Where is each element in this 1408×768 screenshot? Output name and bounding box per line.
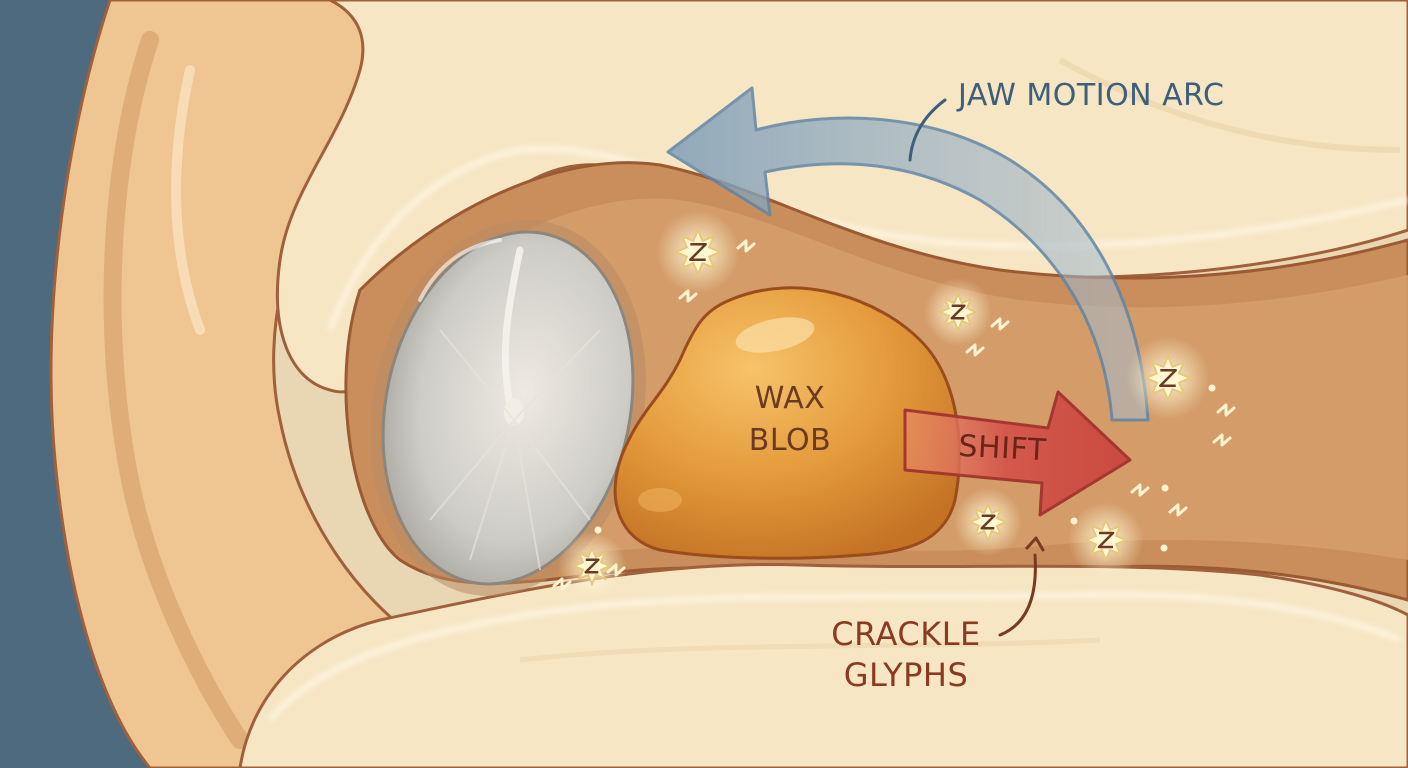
background-slate — [0, 0, 150, 768]
crackle-glyph-icon — [656, 210, 740, 294]
crackle-dot-icon — [1161, 484, 1169, 492]
lower-tissue-fold — [519, 637, 1101, 663]
eardrum-icon — [370, 220, 646, 596]
wax-blob-label-line1: WAX — [755, 381, 826, 416]
crackle-dot-icon — [594, 526, 602, 534]
jaw-label-leader — [908, 98, 947, 162]
wax-blob-icon — [613, 286, 961, 560]
crackle-glyphs-label-line1: CRACKLE — [831, 615, 980, 653]
crackle-zigzag-icon — [606, 563, 626, 577]
crackle-zigzag-icon — [1130, 483, 1150, 497]
crackle-glyph-icon — [953, 487, 1023, 557]
crackle-zigzag-icon — [1216, 403, 1236, 417]
shift-label: SHIFT — [958, 429, 1048, 469]
crackle-glyph-icon — [923, 277, 993, 347]
crackle-label-leader — [998, 536, 1045, 637]
crackle-dot-icon — [1208, 384, 1216, 392]
upper-tissue-fold — [1058, 57, 1401, 153]
crackle-zigzag-icon — [965, 343, 985, 357]
wax-blob-label-line2: BLOB — [749, 423, 831, 458]
jaw-motion-arrow-icon — [666, 86, 1150, 422]
crackle-zigzag-icon — [552, 577, 572, 591]
crackle-glyph-icon — [557, 531, 627, 601]
ear-rim-highlight — [171, 65, 205, 335]
crackle-glyphs — [552, 210, 1236, 601]
crackle-zigzag-icon — [1212, 433, 1232, 447]
shift-arrow-icon — [903, 390, 1132, 517]
crackle-zigzag-icon — [736, 239, 756, 253]
crackle-dot-icon — [1160, 544, 1168, 552]
ear-rim-shadow — [103, 31, 249, 749]
crackle-zigzag-icon — [1168, 503, 1188, 517]
crackle-zigzag-icon — [990, 317, 1010, 331]
lower-glow-line — [268, 592, 1401, 722]
crackle-glyph-icon — [1068, 502, 1144, 578]
crackle-glyph-icon — [1126, 336, 1210, 420]
crackle-dot-icon — [1070, 517, 1078, 525]
crackle-zigzag-icon — [678, 289, 698, 303]
jaw-motion-arc-label: JAW MOTION ARC — [956, 78, 1224, 113]
crackle-glyphs-label-line2: GLYPHS — [844, 656, 969, 694]
